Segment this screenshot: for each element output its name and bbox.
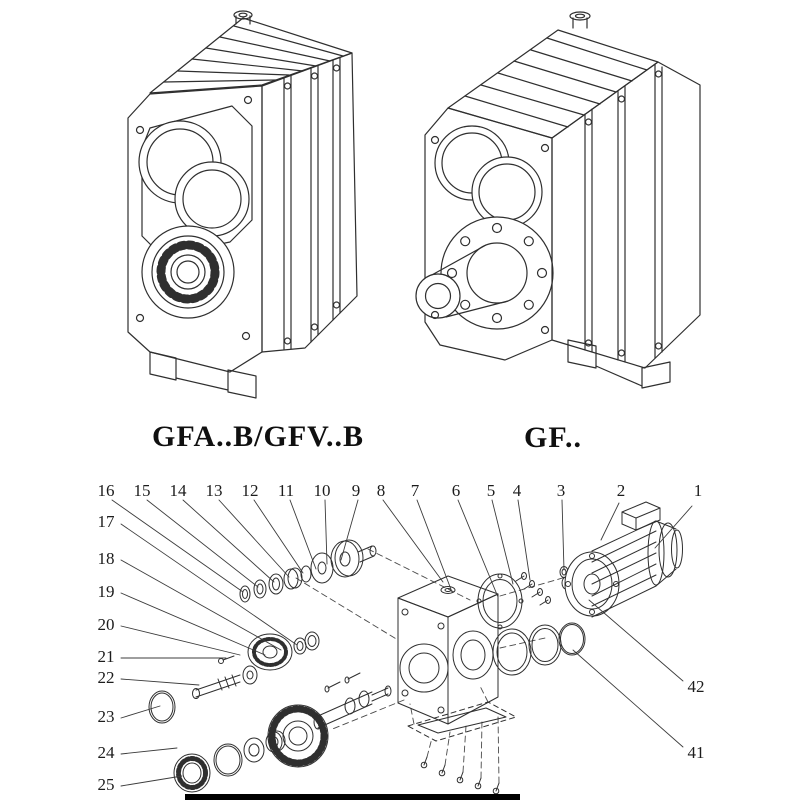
motor-unit-part [561,501,683,618]
callout-part-17: 17 [97,512,115,531]
callout-part-25: 25 [97,775,115,794]
callout-part-4: 4 [512,481,522,500]
callout-part-15: 15 [133,481,151,500]
callout-part-21: 21 [97,647,115,666]
callout-part-22: 22 [97,668,115,687]
gearbox-front-view-drawing [127,10,358,399]
callout-part-1: 1 [693,481,703,500]
leader-lines [111,499,693,787]
seal-ring-part [148,690,176,724]
callout-part-10: 10 [313,481,331,500]
callout-part-7: 7 [410,481,420,500]
output-gear-parts [267,672,392,768]
callout-part-11: 11 [277,481,295,500]
bearing-parts [173,730,286,793]
callout-part-24: 24 [97,743,115,762]
assembly-axis-lines [295,548,567,784]
model-label-gfab-gfvb: GFA..B/GFV..B [152,420,364,453]
retaining-ring-parts [492,622,586,676]
housing-part [397,575,499,725]
callout-part-19: 19 [97,582,115,601]
callout-part-9: 9 [351,481,361,500]
callout-part-42: 42 [687,677,705,696]
callout-part-3: 3 [556,481,566,500]
callout-part-23: 23 [97,707,115,726]
callout-part-41: 41 [687,743,705,762]
page-edge-strip [185,794,520,800]
callout-part-12: 12 [241,481,259,500]
callout-part-6: 6 [451,481,461,500]
exploded-parts-drawing [148,501,683,795]
callout-part-20: 20 [97,615,115,634]
cover-plate-part [407,701,517,795]
model-label-gf: GF.. [524,421,582,454]
input-shaft-parts [239,539,377,603]
callout-part-16: 16 [97,481,115,500]
callout-part-14: 14 [169,481,187,500]
callout-part-8: 8 [376,481,386,500]
callout-part-2: 2 [616,481,626,500]
callout-part-5: 5 [486,481,496,500]
intermediate-gear-parts [192,631,320,699]
callout-part-13: 13 [205,481,223,500]
callout-part-18: 18 [97,549,115,568]
gearbox-shaft-view-drawing [415,11,701,389]
